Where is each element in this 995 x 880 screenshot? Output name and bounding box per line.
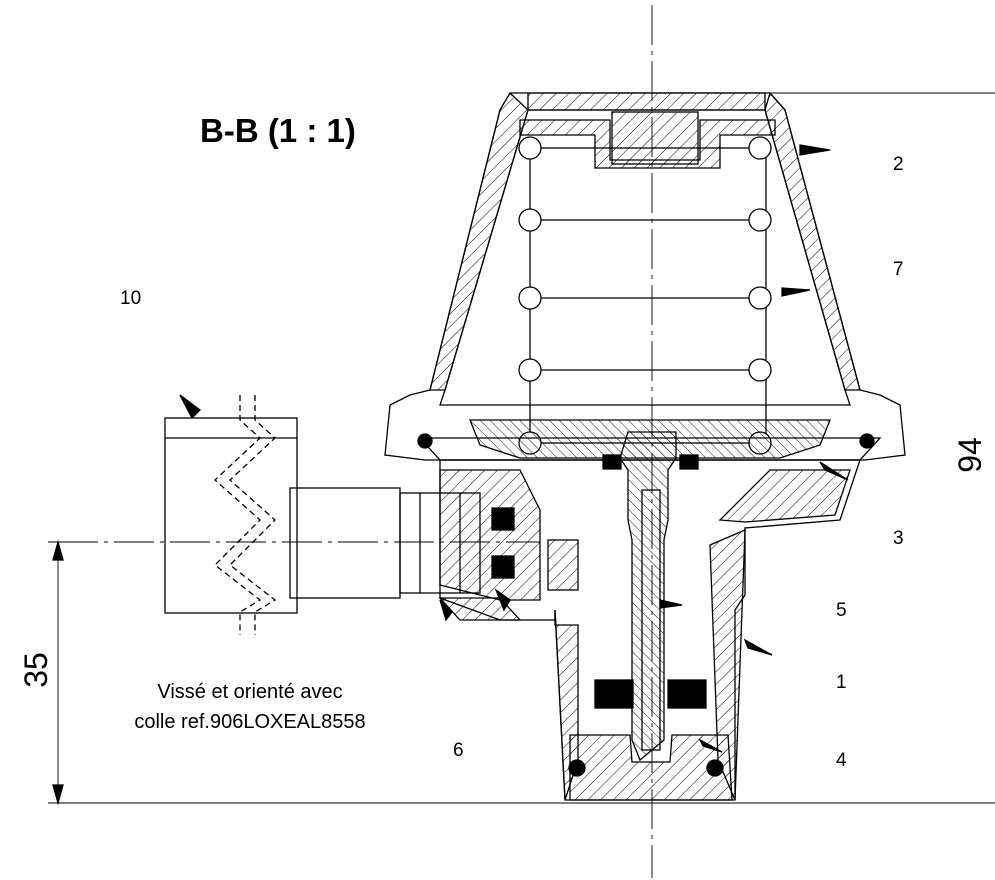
dimension-94-label: 94 xyxy=(952,437,988,473)
body-column-right xyxy=(709,528,746,801)
oring-left xyxy=(417,433,433,449)
body-hatch-right xyxy=(718,469,851,523)
pipe-block xyxy=(164,417,298,614)
break-line-2 xyxy=(229,395,277,635)
leader-arrow-5 xyxy=(659,599,683,609)
port-fitting xyxy=(399,492,481,594)
leader-arrow-10 xyxy=(179,394,201,420)
assembly-note-line-1: Vissé et orienté avec xyxy=(157,681,343,703)
spring-cup-hatch xyxy=(519,119,776,169)
bonnet-top-hatch xyxy=(527,92,766,111)
part-number-6: 6 xyxy=(453,740,464,761)
part-number-3: 3 xyxy=(893,528,904,549)
seal-top-left xyxy=(602,454,622,470)
part-number-4: 4 xyxy=(836,750,847,771)
port-nut-bottom xyxy=(491,555,515,579)
leader-arrow-4 xyxy=(698,738,723,753)
stem-bore xyxy=(641,489,661,751)
part-number-10: 10 xyxy=(120,288,142,309)
port-hex xyxy=(289,487,401,599)
seal-top-right xyxy=(679,454,699,470)
leader-arrow-port-a xyxy=(439,599,453,622)
valve-stem xyxy=(619,431,677,762)
dimension-arrow-top xyxy=(52,539,64,561)
body-top-socket xyxy=(547,539,579,591)
oring-right xyxy=(859,433,875,449)
leader-arrow-1 xyxy=(743,638,773,656)
part-number-1: 1 xyxy=(836,672,847,693)
oring-seat-left xyxy=(568,759,586,777)
bonnet-wall-hatch-left xyxy=(429,91,529,391)
break-line xyxy=(214,395,262,635)
port-thread xyxy=(438,597,522,621)
seal-right xyxy=(667,679,707,709)
port-nut-top xyxy=(491,507,515,531)
assembly-note: Vissé et orienté avec colle ref.906LOXEA… xyxy=(80,677,420,737)
bonnet-wall-hatch-right xyxy=(764,91,861,391)
spring-coils xyxy=(518,136,772,455)
oring-seat-right xyxy=(706,759,724,777)
leader-arrow-port-b xyxy=(494,588,511,612)
seal-left xyxy=(594,679,634,709)
valve-seat xyxy=(569,734,733,801)
leader-arrow-3 xyxy=(819,461,849,481)
leader-arrow-2 xyxy=(799,144,831,156)
dimension-35-label: 35 xyxy=(18,652,54,688)
spring-cup-boss xyxy=(611,111,699,165)
body-hatch-left xyxy=(439,469,541,601)
section-view-title: B-B (1 : 1) xyxy=(200,112,356,149)
part-number-5: 5 xyxy=(836,600,847,621)
leader-arrow-7 xyxy=(781,287,811,297)
part-number-2: 2 xyxy=(893,154,904,175)
part-number-7: 7 xyxy=(893,259,904,280)
assembly-note-line-2: colle ref.906LOXEAL8558 xyxy=(134,711,366,733)
dimension-arrow-bottom xyxy=(52,784,64,806)
